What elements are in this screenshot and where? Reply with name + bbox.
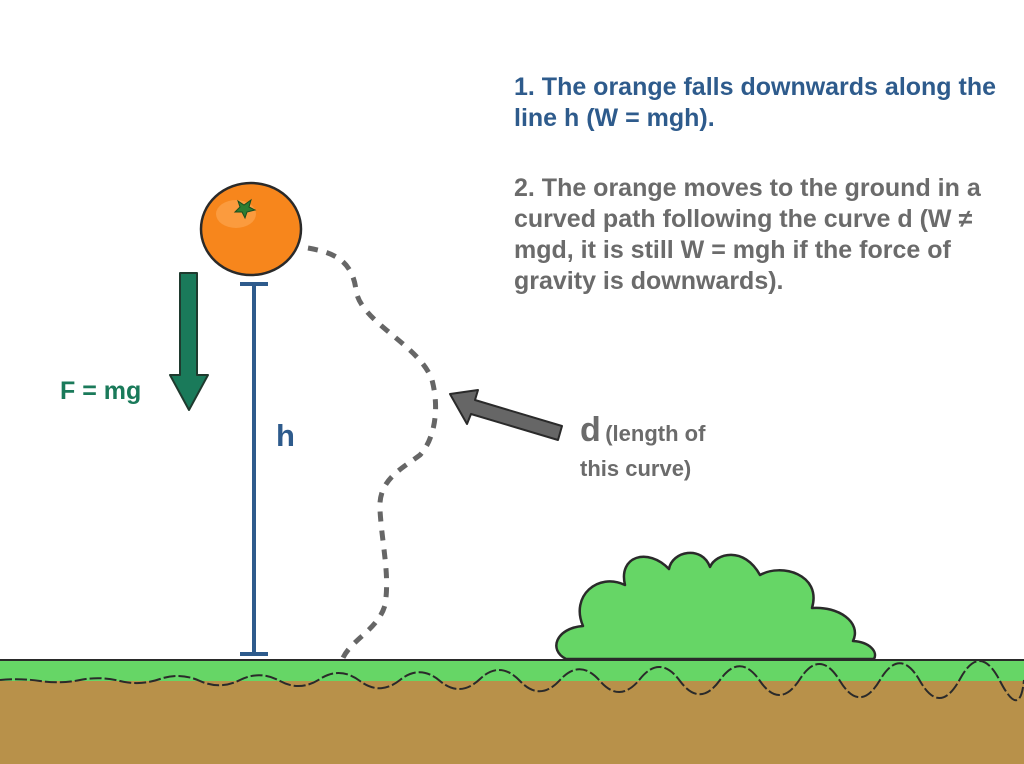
down-arrow-icon <box>169 272 209 411</box>
bush-icon <box>555 551 877 661</box>
height-label: h <box>276 418 295 453</box>
curve-letter: d <box>580 411 601 449</box>
statement-two: 2. The orange moves to the ground in a c… <box>514 174 981 295</box>
curve-note-line1: (length of <box>605 421 706 446</box>
grass-strip <box>0 659 1024 681</box>
curve-label: d (length of this curve) <box>580 411 780 488</box>
force-label: F = mg <box>60 377 142 405</box>
curve-d-path <box>307 245 439 662</box>
left-arrow-icon <box>449 389 563 441</box>
soil <box>0 678 1024 764</box>
orange-fruit-icon <box>199 181 303 277</box>
statement-one: 1. The orange falls downwards along the … <box>514 73 997 132</box>
curve-note-line2: this curve) <box>580 456 692 481</box>
grass-bottom-edge <box>0 660 1024 702</box>
